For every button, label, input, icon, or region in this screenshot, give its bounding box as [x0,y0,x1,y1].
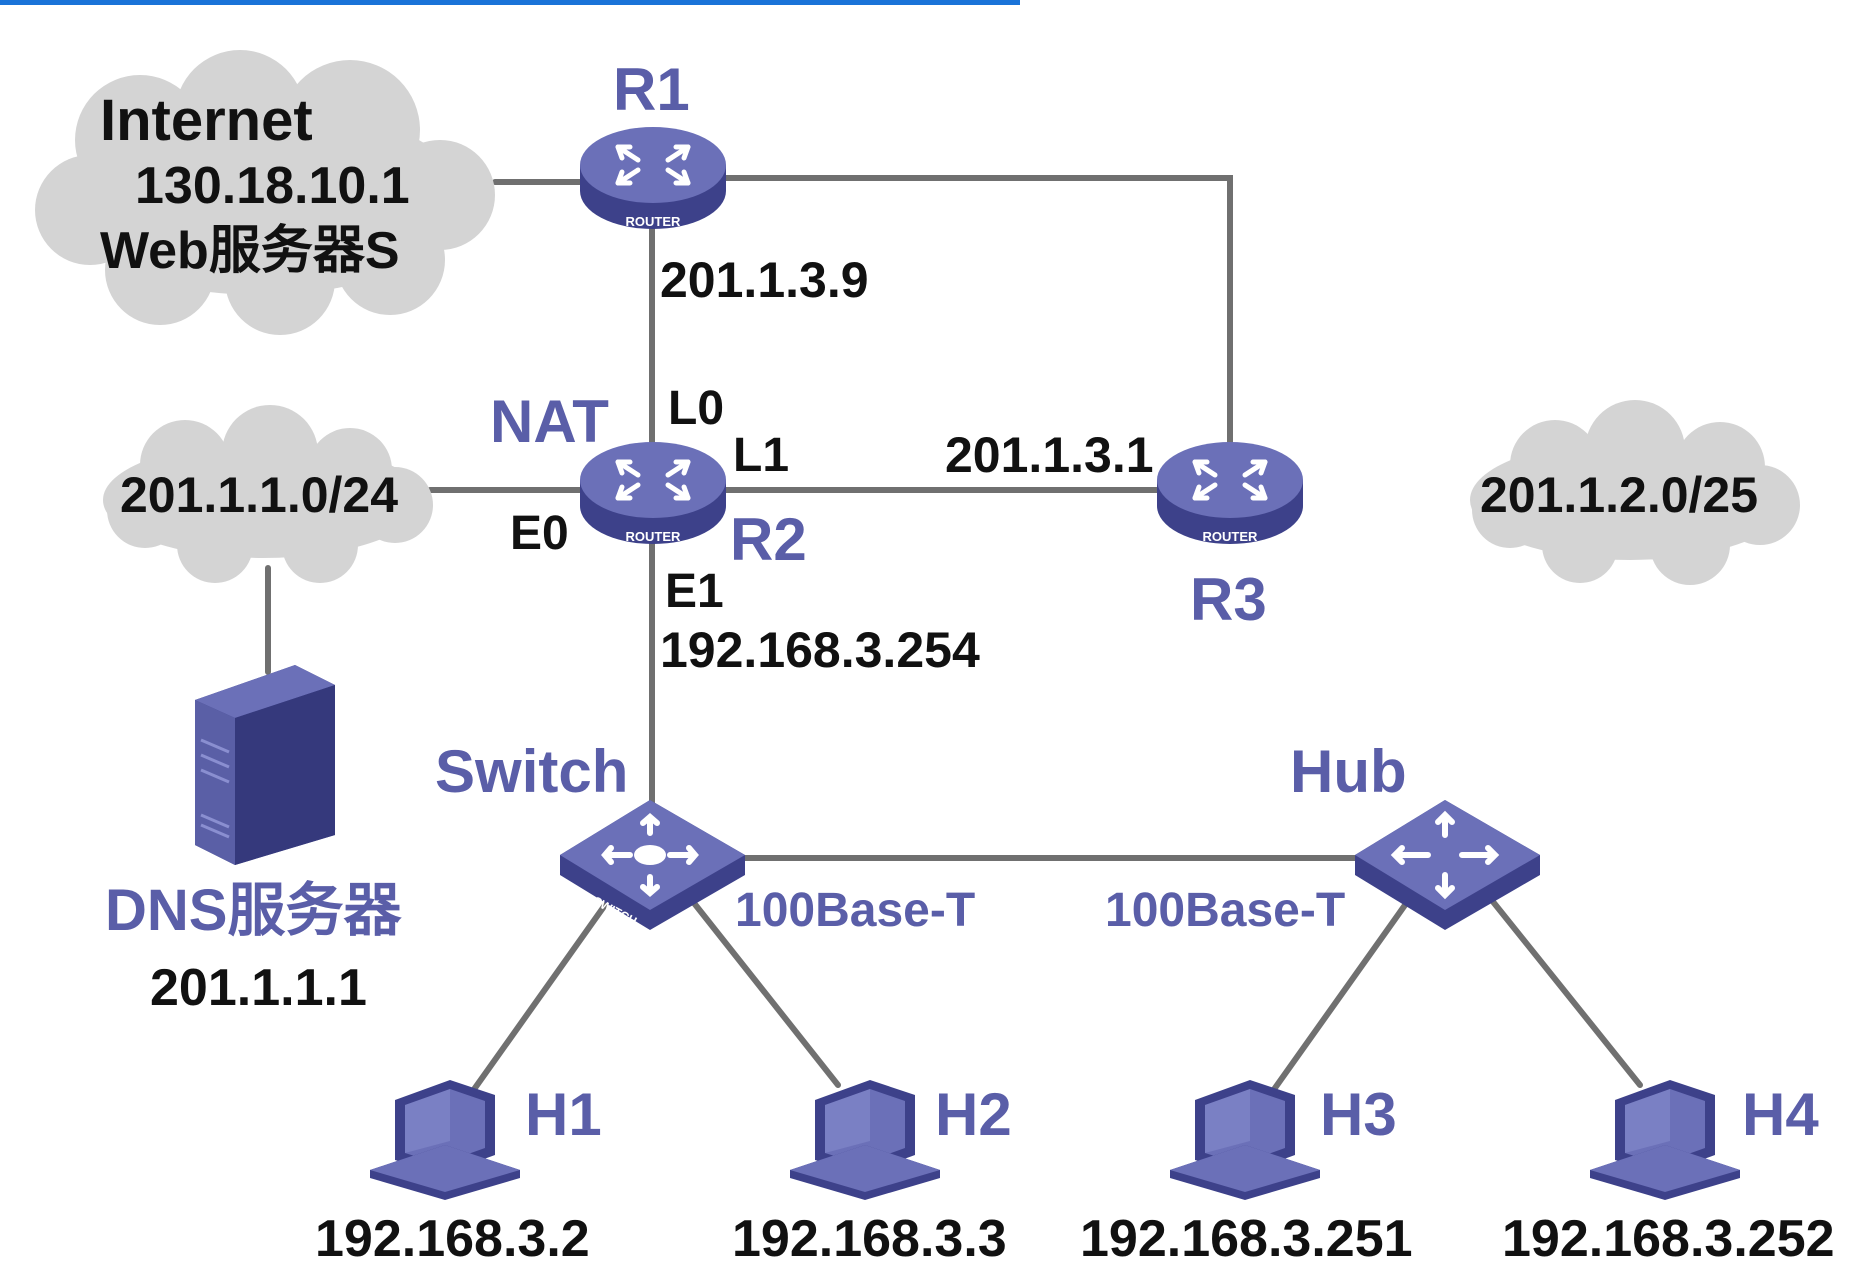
switch-name: Switch [435,738,629,805]
cloud-icon [103,405,433,583]
host-ip-h4: 192.168.3.252 [1502,1210,1835,1268]
router-icon: ROUTER [1157,442,1303,544]
link-r1-r3 [697,175,1233,458]
host-ip-h3: 192.168.3.251 [1080,1210,1413,1268]
r2-role: NAT [490,388,609,455]
host-name-h2: H2 [935,1081,1012,1148]
dns-ip: 201.1.1.1 [150,959,367,1017]
hub-link-label: 100Base-T [1105,884,1346,937]
r3-ip: 201.1.3.1 [945,427,1154,483]
router-badge: ROUTER [626,529,682,544]
router-badge: ROUTER [626,214,682,229]
server-icon [195,665,335,865]
host-ip-h1: 192.168.3.2 [315,1210,590,1268]
r1-name: R1 [613,56,690,123]
r1-ip: 201.1.3.9 [660,252,869,308]
r2-if-l0: L0 [668,382,725,435]
pc-icon [1590,1080,1740,1200]
r3-name: R3 [1190,566,1267,633]
switch-icon: SWITCH [560,800,745,930]
top-accent-line [0,0,1020,5]
router-icon: ROUTER [580,127,726,229]
link-switch-h1 [467,895,613,1098]
link-hub-h4 [1487,895,1643,1088]
pc-icon [370,1080,520,1200]
internet-desc: Web服务器S [100,222,400,280]
pc-icon [790,1080,940,1200]
r2-name: R2 [730,506,807,573]
host-name-h1: H1 [525,1081,602,1148]
switch-link-label: 100Base-T [735,884,976,937]
hub-name: Hub [1290,738,1407,805]
internet-ip: 130.18.10.1 [135,157,410,215]
r2-if-l1: L1 [733,429,790,482]
cloud-icon [35,50,495,335]
host-ip-h2: 192.168.3.3 [732,1210,1007,1268]
lan-201-1-2-label: 201.1.2.0/25 [1480,467,1759,523]
cloud-icon [1470,400,1800,585]
link-switch-h2 [687,895,841,1088]
hub-icon [1355,800,1540,930]
r2-ip-e1: 192.168.3.254 [660,622,980,678]
router-icon: ROUTER [580,442,726,544]
pc-icon [1170,1080,1320,1200]
dns-name: DNS服务器 [105,878,402,943]
r2-if-e1: E1 [665,565,724,618]
lan-201-1-1-label: 201.1.1.0/24 [120,467,399,523]
host-name-h4: H4 [1742,1081,1819,1148]
link-hub-h3 [1267,895,1413,1098]
r2-if-e0: E0 [510,507,569,560]
router-badge: ROUTER [1203,529,1259,544]
internet-title: Internet [100,88,313,153]
host-name-h3: H3 [1320,1081,1397,1148]
